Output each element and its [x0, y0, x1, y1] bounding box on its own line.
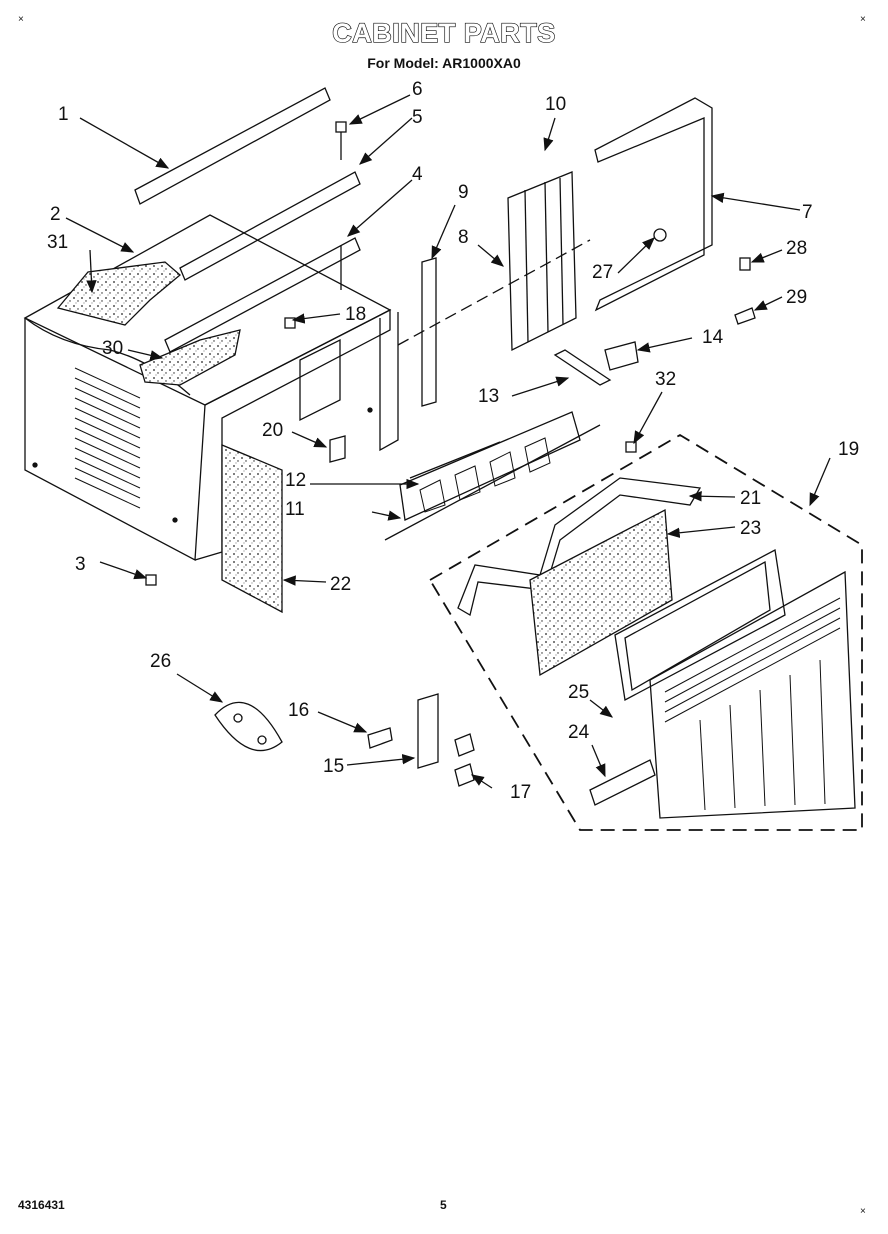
screw: [335, 121, 347, 290]
callout-28: 28: [786, 238, 807, 259]
callout-3: 3: [75, 554, 86, 575]
callout-16: 16: [288, 700, 309, 721]
corner-registration-mark: ×: [860, 1206, 866, 1217]
document-part-number: 4316431: [18, 1198, 65, 1212]
callout-13: 13: [478, 386, 499, 407]
callout-29: 29: [786, 287, 807, 308]
callout-9: 9: [458, 182, 469, 203]
callout-26: 26: [150, 651, 171, 672]
callout-1: 1: [58, 104, 69, 125]
callout-32: 32: [655, 369, 676, 390]
callout-14: 14: [702, 327, 724, 348]
callout-5: 5: [412, 107, 423, 128]
model-subtitle: For Model: AR1000XA0: [367, 55, 521, 71]
callout-11: 11: [285, 499, 305, 520]
insulation-pad: [139, 329, 241, 386]
callout-7: 7: [802, 202, 813, 223]
cabinet-shell: [23, 214, 399, 562]
callout-24: 24: [568, 722, 590, 743]
callout-2: 2: [50, 204, 61, 225]
callout-30: 30: [102, 338, 123, 359]
callout-4: 4: [412, 164, 423, 185]
callout-12: 12: [285, 470, 306, 491]
callout-10: 10: [545, 94, 566, 115]
callout-27: 27: [592, 262, 613, 283]
callout-23: 23: [740, 518, 761, 539]
callout-17: 17: [510, 782, 531, 803]
corner-registration-mark: ×: [860, 14, 866, 25]
callout-8: 8: [458, 227, 469, 248]
callout-6: 6: [412, 79, 423, 100]
callout-19: 19: [838, 439, 859, 460]
corner-registration-mark: ×: [18, 14, 24, 25]
callout-20: 20: [262, 420, 283, 441]
callout-18: 18: [345, 304, 366, 325]
insulation-pad: [56, 261, 182, 326]
page-number: 5: [440, 1198, 447, 1212]
callout-21: 21: [740, 488, 761, 509]
callout-22: 22: [330, 574, 351, 595]
callout-31: 31: [47, 232, 68, 253]
callout-15: 15: [323, 756, 344, 777]
callout-25: 25: [568, 682, 589, 703]
page-title: CABINET PARTS: [332, 17, 556, 48]
